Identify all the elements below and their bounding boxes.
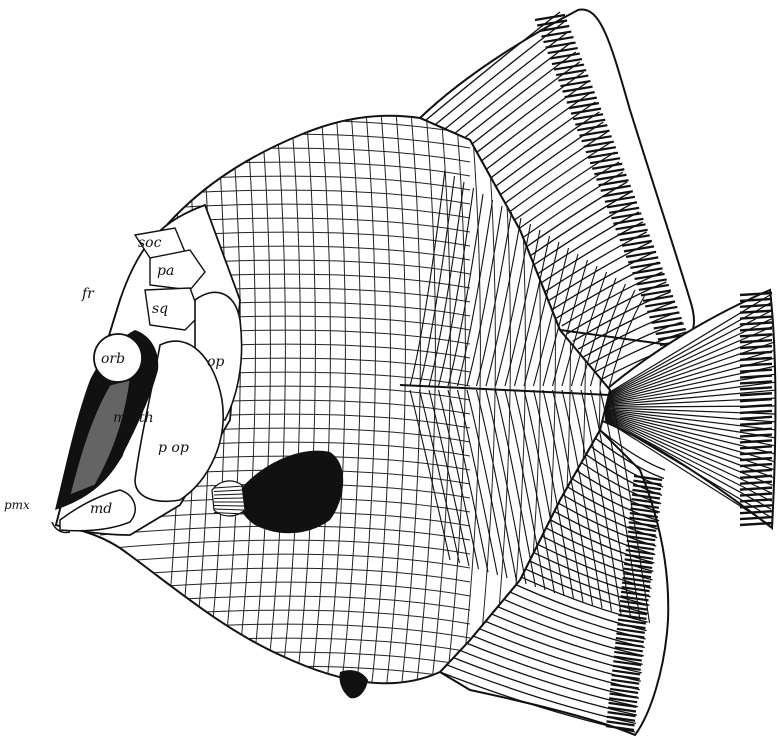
label-md: md [90,501,112,517]
label-op: op [207,354,224,370]
label-orb: orb [101,351,125,367]
label-soc: soc [138,235,162,251]
label-pmx: pmx [4,498,30,512]
label-v: v [116,448,124,464]
label-fr: fr [81,286,95,302]
label-sq: sq [152,301,168,317]
label-pop: p op [158,440,189,456]
label-pa: pa [157,263,174,279]
label-meth: m eth [113,410,154,426]
